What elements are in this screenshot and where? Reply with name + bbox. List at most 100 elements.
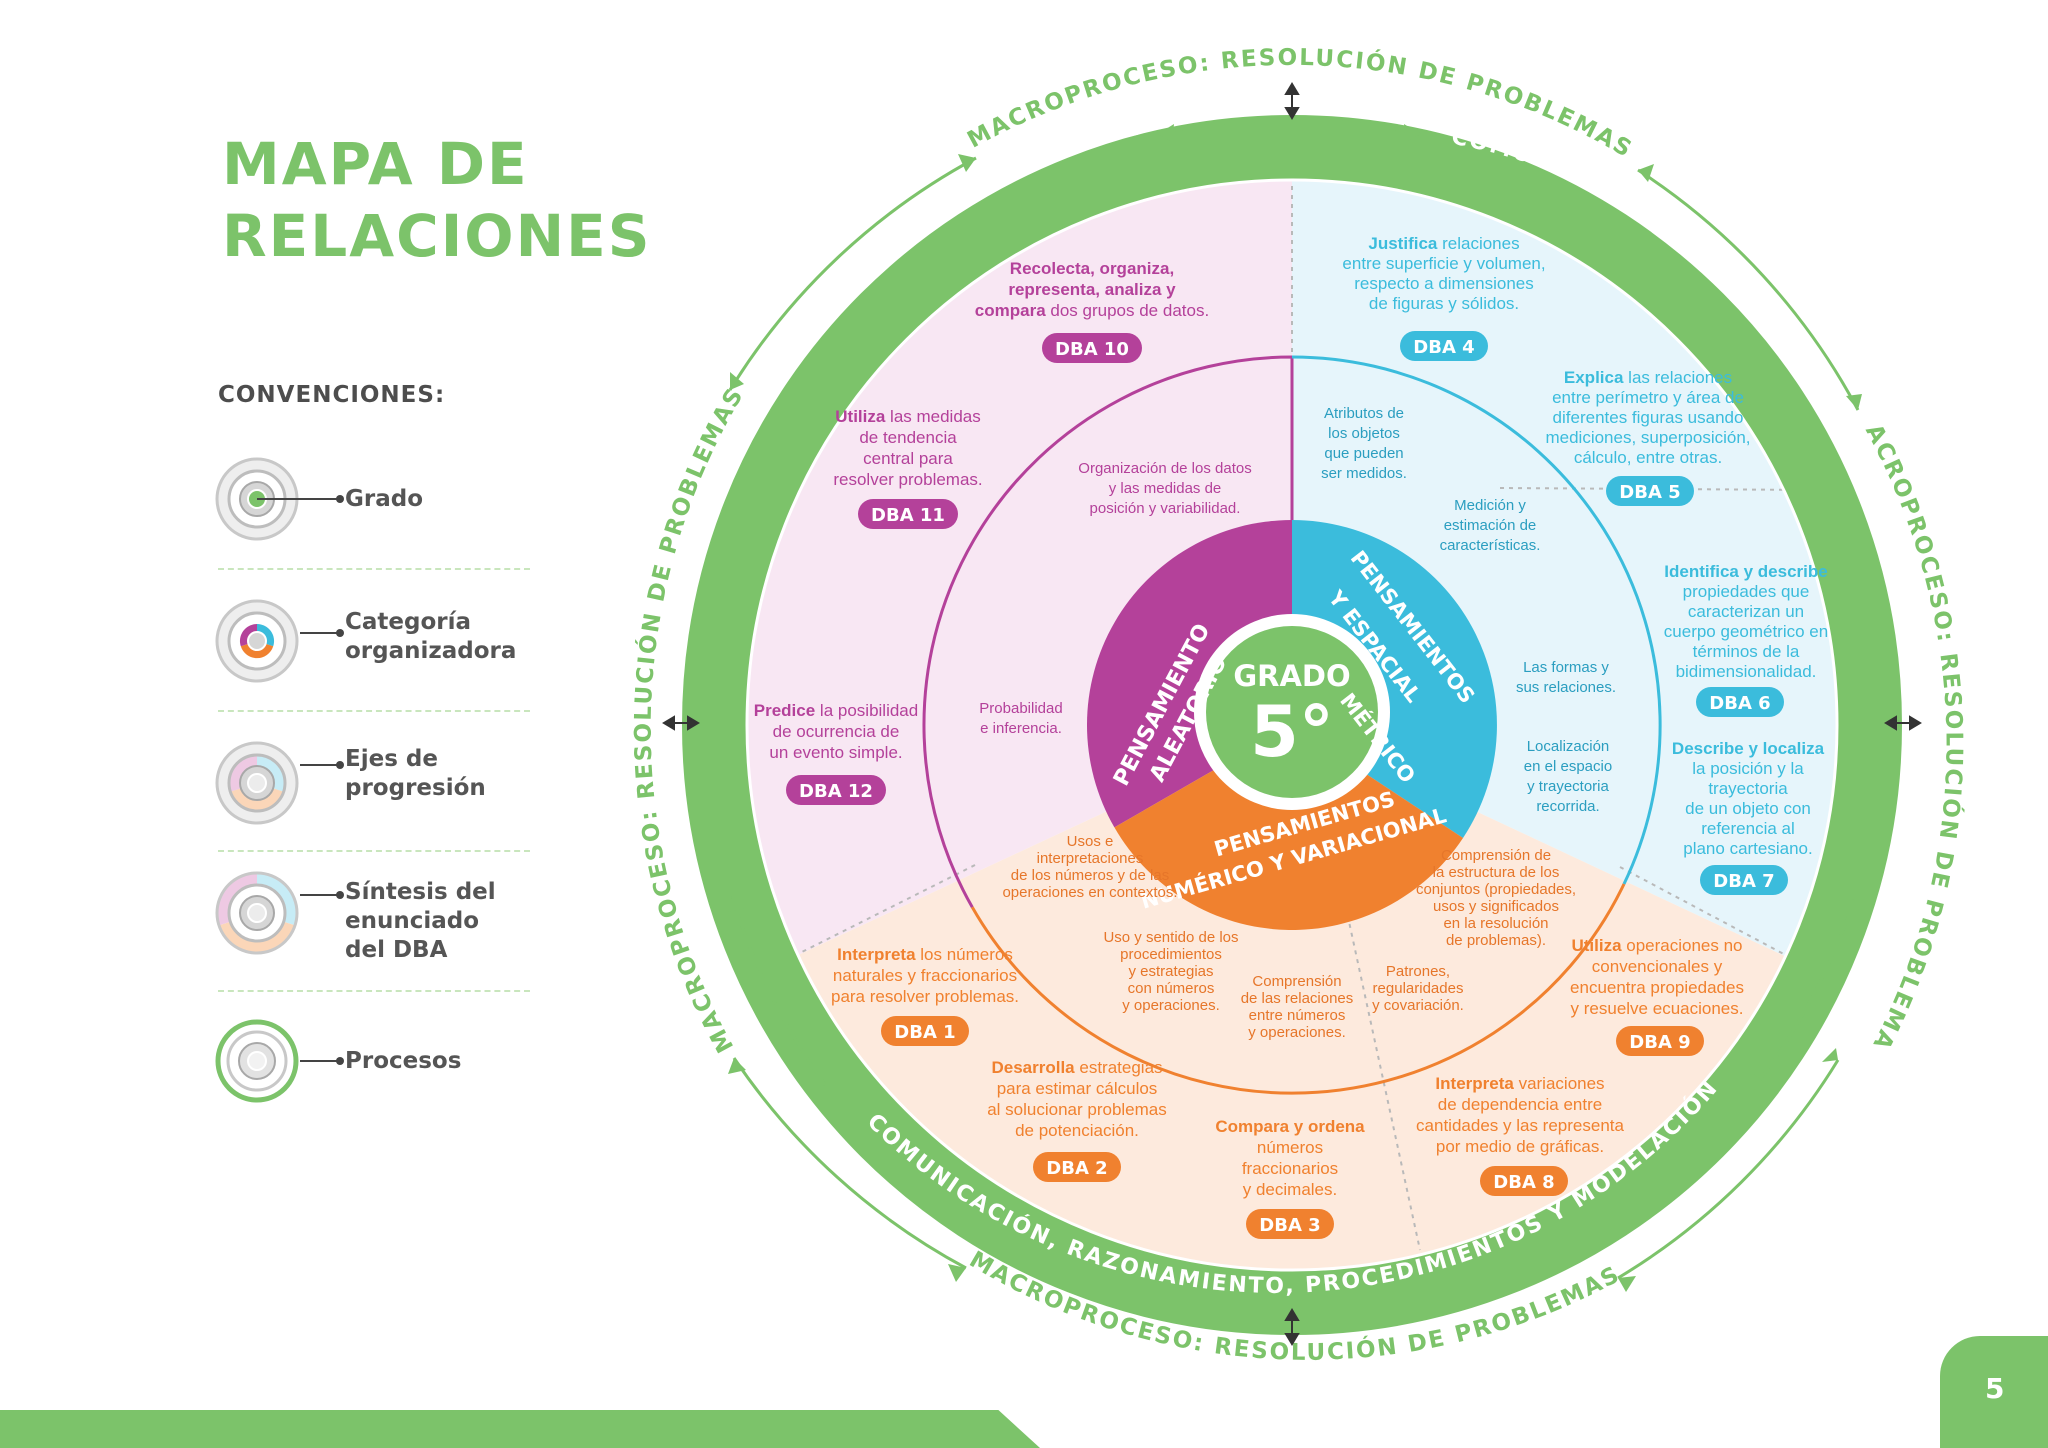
legend-label-line: Procesos	[345, 1048, 462, 1074]
legend-label: Síntesis del enunciado del DBA	[345, 878, 496, 965]
dba-badge	[1700, 865, 1788, 895]
legend-label-line: organizadora	[345, 638, 517, 664]
legend-divider	[218, 850, 530, 852]
legend-label-line: enunciado	[345, 908, 480, 934]
dba-badge-label: DBA 10	[1055, 339, 1129, 360]
legend-connector	[300, 1057, 344, 1065]
legend-label: Procesos	[345, 1047, 461, 1076]
dba-badge	[881, 1016, 969, 1046]
legend-label: Grado	[345, 485, 423, 514]
legend-item-ejes: Ejes de progresión	[210, 740, 530, 850]
page-title-line-2: RELACIONES	[222, 202, 652, 270]
axes-ring	[922, 355, 1662, 1095]
synthesis-legend-icon	[215, 871, 299, 955]
dba-statements: Recolecta, organiza,representa, analiza …	[754, 234, 1828, 1199]
dba-badge	[1400, 331, 1488, 361]
legend-item-sintesis: Síntesis del enunciado del DBA	[210, 870, 530, 990]
footer-band	[0, 1410, 1040, 1448]
arrow-heads	[728, 124, 1862, 1292]
legend-label: Ejes de progresión	[345, 745, 486, 803]
grade-value: 5°	[1250, 691, 1334, 773]
legend-divider	[218, 710, 530, 712]
legend-item-procesos: Procesos	[210, 1018, 530, 1128]
dba-badge	[1246, 1209, 1334, 1239]
dba-badge	[1480, 1166, 1568, 1196]
page-title-line-1: MAPA DE	[222, 130, 529, 198]
process-legend-icon	[215, 1019, 299, 1103]
dba-badge	[1606, 476, 1694, 506]
process-ring	[682, 115, 1902, 1335]
legend-item-categoria: Categoría organizadora	[210, 598, 530, 708]
dba-badges: DBA 10 DBA 11 DBA 12 DBA 4 DBA 5 DBA 6 DBA 7 DB…	[786, 331, 1788, 1239]
grade-legend-icon	[215, 457, 300, 541]
dba-badge-label: DBA 5	[1619, 482, 1680, 503]
legend-label-line: Ejes de	[345, 746, 438, 772]
dba-badge	[858, 499, 958, 529]
legend-connector	[300, 891, 344, 899]
legend-divider	[218, 990, 530, 992]
grade-label: GRADO	[1233, 659, 1350, 693]
dba-statement: Recolecta, organiza,representa, analiza …	[975, 259, 1209, 320]
legend-label: Categoría organizadora	[345, 608, 516, 666]
legend-label-line: Síntesis del	[345, 879, 496, 905]
legend-connector	[300, 629, 344, 637]
dba-badge-label: DBA 4	[1413, 337, 1474, 358]
dba-badge	[1033, 1152, 1121, 1182]
dba-badge-label: DBA 8	[1493, 1172, 1554, 1193]
dba-badge-label: DBA 9	[1629, 1032, 1690, 1053]
grade-circle	[1206, 626, 1378, 798]
axes-legend-icon	[215, 741, 299, 825]
conventions-heading: CONVENCIONES:	[218, 382, 446, 408]
process-ring-inner-edge	[745, 178, 1839, 1272]
legend-label-line: Categoría	[345, 609, 472, 635]
category-legend-icon	[215, 599, 299, 683]
legend-connector	[300, 495, 344, 503]
dba-badge-label: DBA 2	[1046, 1158, 1107, 1179]
dba-badge	[1696, 687, 1784, 717]
page-title: MAPA DE RELACIONES	[222, 128, 652, 272]
dba-badge-label: DBA 6	[1709, 693, 1770, 714]
legend-label-line: Grado	[345, 486, 424, 512]
legend-item-grado: Grado	[210, 456, 530, 566]
outer-arrows	[728, 118, 1860, 1280]
dba-badge-label: DBA 7	[1713, 871, 1774, 892]
sector-dashed-dividers	[779, 150, 1821, 1251]
page-number-tab	[1940, 1336, 2048, 1448]
legend-divider	[218, 568, 530, 570]
dba-badge	[1042, 333, 1142, 363]
dba-badge	[786, 775, 886, 805]
dba-badge-label: DBA 11	[871, 505, 945, 526]
dba-badge-label: DBA 3	[1259, 1215, 1320, 1236]
dba-badge-label: DBA 12	[799, 781, 873, 802]
dba-badge-label: DBA 1	[894, 1022, 955, 1043]
legend-label-line: del DBA	[345, 937, 448, 963]
cardinal-arrows	[662, 82, 1922, 1346]
legend-label-line: progresión	[345, 775, 486, 801]
legend-connector	[300, 761, 344, 769]
dba-badge	[1616, 1026, 1704, 1056]
